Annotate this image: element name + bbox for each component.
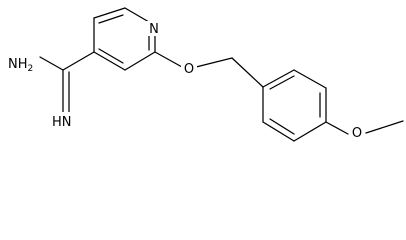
pyridine-bond-c6-n1 xyxy=(124,7,150,23)
benzene-bond-c5-c6 xyxy=(262,121,295,142)
methoxy-group xyxy=(325,120,404,135)
methoxy-oxygen-label: O xyxy=(352,126,362,141)
amidine-bond-carbon-nh2 xyxy=(39,56,64,71)
benzene-bond-c2-c3 xyxy=(293,69,327,89)
amidine-nh2-label: NH2 xyxy=(8,57,33,74)
pyridine-ring xyxy=(93,7,156,71)
pyridine-bond-c3-c4 xyxy=(93,51,126,71)
amidine-bond-ring-carbon xyxy=(62,51,95,71)
benzene-double-bond-c5-c6 xyxy=(269,118,295,135)
methoxy-bond-ring-oxygen xyxy=(325,121,349,135)
pyridine-bond-c5-c6 xyxy=(93,7,126,19)
amidine-nh2-subscript: 2 xyxy=(28,64,34,74)
pyridine-bond-c2-c3 xyxy=(124,51,156,71)
amidine-imine-label: HN xyxy=(52,115,72,130)
pyridine-double-bond-c3-c4 xyxy=(98,48,124,64)
ether-oxygen-label: O xyxy=(184,62,194,77)
benzene-bond-c1-c2 xyxy=(262,69,295,88)
ether-linker xyxy=(154,51,264,88)
amidine-group xyxy=(39,51,95,113)
ether-bond-ring-oxygen xyxy=(154,51,183,68)
ether-bond-methylene-phenyl xyxy=(231,57,264,88)
amidine-nh2-main: NH xyxy=(8,57,28,72)
ether-bond-oxygen-methylene xyxy=(195,57,233,68)
chemical-structure-diagram: N NH2 HN O O xyxy=(7,7,404,142)
benzene-double-bond-c1-c2 xyxy=(269,75,295,90)
benzene-ring xyxy=(262,69,327,142)
benzene-bond-c4-c5 xyxy=(293,121,327,142)
pyridine-nitrogen-label: N xyxy=(149,22,159,37)
pyridine-double-bond-c5-c6 xyxy=(98,14,124,24)
methoxy-bond-oxygen-methyl xyxy=(365,120,404,134)
atom-labels: N NH2 HN O O xyxy=(7,21,365,141)
